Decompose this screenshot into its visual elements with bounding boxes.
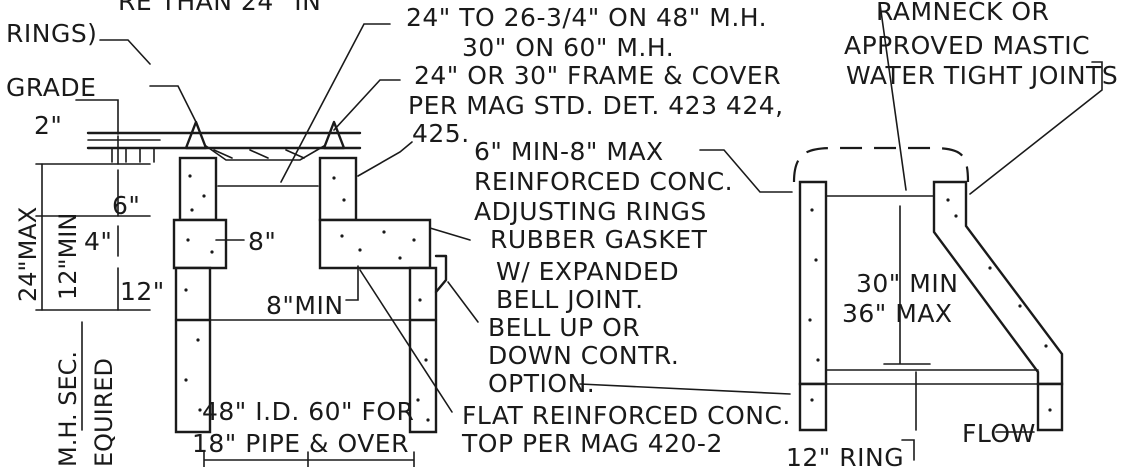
dim-extension-lines [35, 163, 151, 311]
vert-required-label: EQUIRED [90, 358, 118, 467]
frame-dim-2: 30" ON 60" M.H. [462, 33, 674, 62]
cover [205, 145, 325, 161]
dim-2in-label: 2" [34, 111, 62, 140]
frame-cover-1: 24" OR 30" FRAME & COVER [414, 61, 781, 90]
barrel-wall-left [174, 266, 212, 434]
flat-top-left [172, 218, 228, 270]
grade-hatch [111, 147, 155, 163]
adjusting-ring-right [318, 156, 358, 222]
note-top-left-2: RINGS) [6, 19, 97, 48]
cone-wall-left [798, 180, 828, 386]
grade-label: GRADE [6, 73, 96, 102]
vert-24max-label: 24"MAX [14, 207, 42, 302]
flat-top-note-1: FLAT REINFORCED CONC. [462, 401, 791, 430]
barrel-wall-right [408, 266, 438, 434]
bell-joint [434, 254, 448, 294]
frame-left [184, 120, 208, 150]
rings-note-3: ADJUSTING RINGS [474, 197, 707, 226]
frame-cover-3: 425. [412, 119, 470, 148]
cone-stipple [808, 198, 1052, 412]
leader-rings [357, 141, 413, 177]
leader-gasket [429, 227, 471, 241]
cone-min-label: 30" MIN [856, 269, 958, 298]
ring-right [1036, 382, 1064, 432]
dim-2in-leader [75, 99, 119, 135]
dim-6in-label: 6" [112, 191, 140, 220]
ramneck-note-2: APPROVED MASTIC [844, 31, 1090, 60]
bell-note-2: DOWN CONTR. [488, 341, 679, 370]
leader-flat-top [359, 269, 453, 413]
gasket-note-1: RUBBER GASKET [490, 225, 708, 254]
min-8-label: 8"MIN [266, 291, 344, 320]
leader-frame-dim [280, 23, 391, 183]
leader-rings-right [699, 149, 793, 193]
id-label-2: 18" PIPE & OVER [192, 429, 409, 458]
flow-label: FLOW [962, 419, 1036, 448]
leader-8min [345, 265, 359, 301]
leader-bell-right [579, 383, 791, 395]
id-dim [203, 451, 415, 467]
cone-manhole-section: RAMNECK OR APPROVED MASTIC WATER TIGHT J… [786, 0, 1118, 467]
rings-note-2: REINFORCED CONC. [474, 167, 733, 196]
dim-4in-label: 4" [84, 227, 112, 256]
flat-top-manhole-section: RE THAN 24" IN RINGS) GRADE 2" 6" 4" 8" … [6, 0, 793, 467]
flat-top-note-2: TOP PER MAG 420-2 [461, 429, 723, 458]
frame-cover-2: PER MAG STD. DET. 423 424, [408, 91, 784, 120]
ramneck-note-3: WATER TIGHT JOINTS [846, 61, 1118, 90]
adjusting-ring-left [178, 156, 218, 222]
leader-rings-note [99, 39, 151, 65]
vert-mh-sec-label: M.H. SEC. [54, 351, 82, 467]
gasket-note-3: BELL JOINT. [496, 285, 644, 314]
ring-12-label: 12" RING [786, 443, 904, 467]
leader-ring [901, 439, 915, 461]
leader-grade [149, 85, 197, 123]
dim-12in-label: 12" [120, 277, 165, 306]
leader-ramneck [969, 61, 1103, 195]
leader-cone-dim [879, 3, 907, 191]
cone-max-label: 36" MAX [842, 299, 953, 328]
frame-right [322, 120, 346, 150]
cone-height-dim [883, 205, 931, 365]
ring-left [798, 382, 828, 432]
frame-dim-1: 24" TO 26-3/4" ON 48" M.H. [406, 3, 767, 32]
flat-top-right [318, 218, 432, 270]
vert-12min-label: 12"MIN [54, 213, 82, 300]
rings-note-1: 6" MIN-8" MAX [474, 137, 664, 166]
ramneck-note-1: RAMNECK OR [876, 0, 1049, 26]
note-top-left-1: RE THAN 24" IN [118, 0, 321, 16]
gasket-note-2: W/ EXPANDED [496, 257, 679, 286]
leader-frame-cover [333, 79, 401, 131]
bell-note-1: BELL UP OR [488, 313, 640, 342]
bell-note-3: OPTION. [488, 369, 595, 398]
id-label-1: 48" I.D. 60" FOR [202, 397, 414, 426]
dim-8in-label: 8" [248, 227, 276, 256]
leader-bell [447, 281, 479, 323]
cover-dashed-outline [792, 146, 970, 183]
ring-joint [825, 369, 1039, 385]
concrete-stipple [184, 174, 430, 422]
